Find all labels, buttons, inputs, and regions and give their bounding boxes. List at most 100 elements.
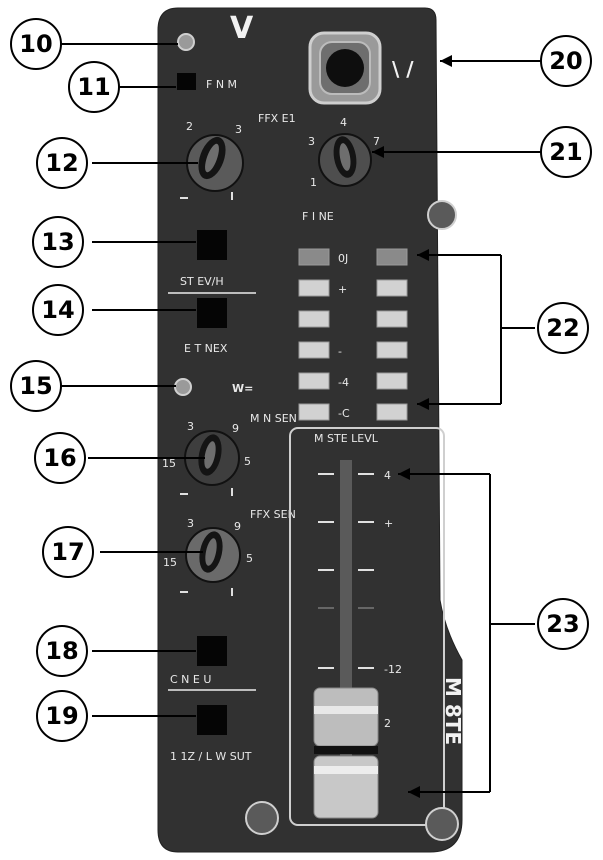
led-right-4 bbox=[376, 372, 408, 390]
led-right-2 bbox=[376, 310, 408, 328]
fader-scale: 4 + -12 2 bbox=[318, 469, 402, 791]
callout-number: 10 bbox=[19, 30, 52, 58]
led-left-3 bbox=[298, 341, 330, 359]
led-left-1 bbox=[298, 279, 330, 297]
top-letter: V bbox=[230, 11, 254, 46]
led-scale-label-4: -4 bbox=[338, 376, 349, 389]
callout-number: 17 bbox=[51, 538, 84, 566]
knob-17-tick-left: 15 bbox=[163, 556, 177, 569]
callout-number: 19 bbox=[45, 702, 78, 730]
low-cut-button[interactable] bbox=[197, 705, 227, 735]
callout-number: 23 bbox=[546, 610, 579, 638]
led-scale-label-3: - bbox=[338, 345, 342, 358]
callout-11: 11 bbox=[68, 61, 120, 113]
callout-number: 18 bbox=[45, 637, 78, 665]
led-right-5 bbox=[376, 403, 408, 421]
main-send-knob[interactable] bbox=[184, 430, 240, 486]
panel-screw-bottom-right bbox=[425, 807, 459, 841]
callout-21: 21 bbox=[540, 126, 592, 178]
callout-20: 20 bbox=[540, 35, 592, 87]
callout-14: 14 bbox=[32, 284, 84, 336]
fine-knob[interactable] bbox=[318, 133, 372, 187]
side-label: M 8TE bbox=[441, 677, 465, 745]
button-14-label: E T NEX bbox=[184, 342, 228, 355]
peak-led bbox=[177, 33, 195, 51]
fader-scale-label-5: 2 bbox=[384, 717, 391, 730]
led-scale-label-0: 0J bbox=[338, 252, 348, 265]
knob-21-label: F I NE bbox=[302, 210, 334, 223]
ffx-send-knob[interactable] bbox=[185, 527, 241, 583]
fader-header: M STE LEVL bbox=[314, 432, 379, 445]
button-18-label: C N E U bbox=[170, 673, 211, 686]
callout-22: 22 bbox=[537, 302, 589, 354]
callout-number: 12 bbox=[45, 149, 78, 177]
button-11-label: F N M bbox=[206, 78, 237, 91]
callout-number: 20 bbox=[549, 47, 582, 75]
knob-16-tick-top: 3 bbox=[187, 420, 194, 433]
callout-number: 11 bbox=[77, 73, 110, 101]
knob-21-tick-right: 7 bbox=[373, 135, 380, 148]
channel-strip-panel bbox=[157, 7, 463, 853]
led-left-5 bbox=[298, 403, 330, 421]
ffx-post-button[interactable] bbox=[177, 73, 196, 90]
knob-12-tick-top: 2 bbox=[186, 120, 193, 133]
power-led bbox=[174, 378, 192, 396]
knob-16-tick-left: 15 bbox=[162, 457, 176, 470]
led-left-4 bbox=[298, 372, 330, 390]
knob-16-tick-bottom: 5 bbox=[244, 455, 251, 468]
knob-16-tick-right: 9 bbox=[232, 422, 239, 435]
panel-screw-bottom-left bbox=[245, 801, 279, 835]
callout-12: 12 bbox=[36, 137, 88, 189]
jack-label: \ / bbox=[392, 57, 414, 81]
callout-number: 16 bbox=[43, 444, 76, 472]
callout-number: 22 bbox=[546, 314, 579, 342]
callout-19: 19 bbox=[36, 690, 88, 742]
knob-17-tick-bottom: 5 bbox=[246, 552, 253, 565]
knob-21-tick-bottom: 1 bbox=[310, 176, 317, 189]
input-jack[interactable] bbox=[308, 31, 382, 105]
button-19-label: 1 1Z / L W SUT bbox=[170, 750, 252, 763]
knob-12-tick-right: 3 bbox=[235, 123, 242, 136]
led-right-3 bbox=[376, 341, 408, 359]
callout-leaders bbox=[60, 43, 543, 793]
knob-12-label: FFX E1 bbox=[258, 112, 296, 125]
channel-mute-button[interactable] bbox=[197, 636, 227, 666]
callout-number: 13 bbox=[41, 228, 74, 256]
callout-10: 10 bbox=[10, 18, 62, 70]
led-scale-label-5: -C bbox=[338, 407, 350, 420]
callout-number: 15 bbox=[19, 372, 52, 400]
led-left-0 bbox=[298, 248, 330, 266]
led-scale-label-1: + bbox=[338, 283, 347, 296]
panel-screw bbox=[427, 200, 457, 230]
led-15-label: W= bbox=[232, 382, 253, 395]
insert-button[interactable] bbox=[197, 298, 227, 328]
fader-scale-label-0: 4 bbox=[384, 469, 391, 482]
callout-13: 13 bbox=[32, 216, 84, 268]
callout-arrowheads bbox=[372, 55, 452, 798]
knob-17-tick-right: 9 bbox=[234, 520, 241, 533]
callout-17: 17 bbox=[42, 526, 94, 578]
led-right-1 bbox=[376, 279, 408, 297]
fader-cap[interactable] bbox=[313, 687, 379, 819]
fader-scale-label-1: + bbox=[384, 517, 393, 530]
led-meter: 0J + - -4 -C bbox=[298, 248, 408, 421]
knob-17-tick-top: 3 bbox=[187, 517, 194, 530]
fader-scale-label-4: -12 bbox=[384, 663, 402, 676]
stereo-button[interactable] bbox=[197, 230, 227, 260]
callout-number: 14 bbox=[41, 296, 74, 324]
callout-number: 21 bbox=[549, 138, 582, 166]
led-left-2 bbox=[298, 310, 330, 328]
button-13-label: ST EV/H bbox=[180, 275, 224, 288]
callout-18: 18 bbox=[36, 625, 88, 677]
knob-21-tick-top: 4 bbox=[340, 116, 347, 129]
callout-15: 15 bbox=[10, 360, 62, 412]
knob-16-label: M N SEN bbox=[250, 412, 297, 425]
callout-16: 16 bbox=[34, 432, 86, 484]
ffx-gain-knob[interactable] bbox=[186, 133, 244, 192]
knob-17-label: FFX SEN bbox=[250, 508, 296, 521]
led-right-0 bbox=[376, 248, 408, 266]
callout-23: 23 bbox=[537, 598, 589, 650]
fader-frame bbox=[289, 427, 445, 826]
